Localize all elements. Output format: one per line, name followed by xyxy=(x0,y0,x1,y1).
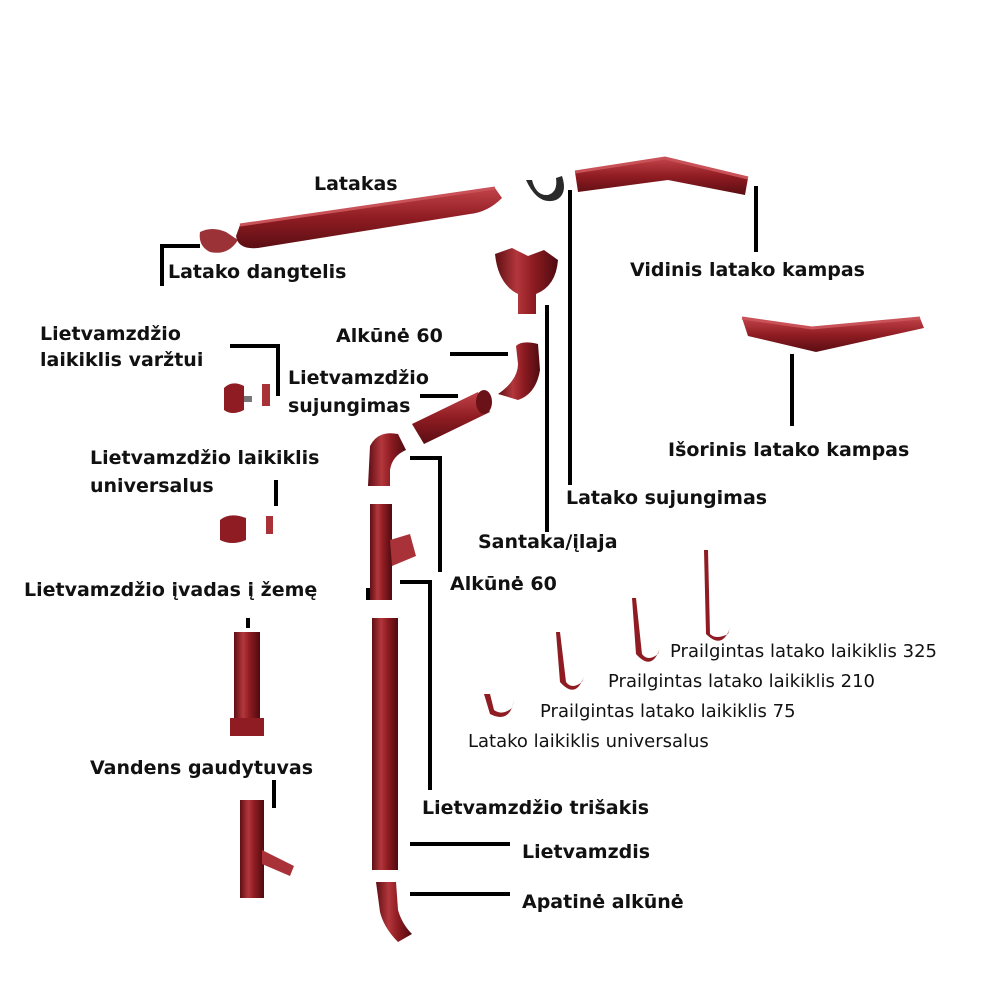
hook-210-part xyxy=(632,598,660,662)
label-alkune-60-mid: Alkūnė 60 xyxy=(450,573,557,595)
label-laikiklis-varztui-line1: Lietvamzdžio xyxy=(40,323,181,345)
label-latako-sujungimas: Latako sujungimas xyxy=(566,487,768,509)
label-universalus-line2: universalus xyxy=(90,475,214,497)
label-trisakis: Lietvamzdžio trišakis xyxy=(422,797,650,819)
gutter-part xyxy=(236,186,502,249)
label-isorinis-kampas: Išorinis latako kampas xyxy=(668,439,910,461)
ground-inlet-part xyxy=(230,632,264,736)
label-universalus-line1: Lietvamzdžio laikiklis xyxy=(90,447,320,469)
label-santaka: Santaka/įlaja xyxy=(478,531,618,553)
label-ivadas: Lietvamzdžio įvadas į žemę xyxy=(24,579,318,601)
label-prailgintas-210: Prailgintas latako laikiklis 210 xyxy=(608,671,875,692)
outlet-funnel-part xyxy=(495,248,558,314)
bracket-screw-part xyxy=(224,383,270,413)
gutter-connector-part xyxy=(526,176,564,202)
elbow-60-top-part xyxy=(498,342,540,400)
bottom-elbow-part xyxy=(376,882,412,942)
label-laikiklis-varztui-line2: laikiklis varžtui xyxy=(40,349,204,371)
outer-corner-part xyxy=(741,316,924,352)
inner-corner-part xyxy=(574,156,749,195)
downpipe-part xyxy=(372,618,398,870)
hook-325-part xyxy=(704,550,730,641)
pipe-tee-part xyxy=(370,504,416,600)
hook-75-part xyxy=(556,632,584,690)
elbow-60-mid-part xyxy=(368,433,406,486)
label-alkune-60-top: Alkūnė 60 xyxy=(336,325,443,347)
hook-universal-part xyxy=(484,694,514,717)
water-catcher-part xyxy=(240,800,294,898)
label-lietvamzdis: Lietvamzdis xyxy=(522,841,651,863)
pipe-connection-part xyxy=(412,390,492,444)
label-apatine-alkune: Apatinė alkūnė xyxy=(522,891,684,913)
label-latako-dangtelis: Latako dangtelis xyxy=(168,261,347,283)
label-vidinis-kampas: Vidinis latako kampas xyxy=(630,259,865,281)
label-vandens-gaudytuvas: Vandens gaudytuvas xyxy=(90,757,314,779)
leader-lines xyxy=(160,186,794,896)
label-prailgintas-75: Prailgintas latako laikiklis 75 xyxy=(540,701,796,722)
bracket-universal-part xyxy=(220,515,273,543)
label-sujungimas-line2: sujungimas xyxy=(288,395,411,417)
label-prailgintas-325: Prailgintas latako laikiklis 325 xyxy=(670,641,937,662)
label-latakas: Latakas xyxy=(314,173,398,195)
label-laikiklis-universalus: Latako laikiklis universalus xyxy=(468,731,709,752)
label-sujungimas-line1: Lietvamzdžio xyxy=(288,367,429,389)
gutter-end-cap-part xyxy=(199,229,238,253)
